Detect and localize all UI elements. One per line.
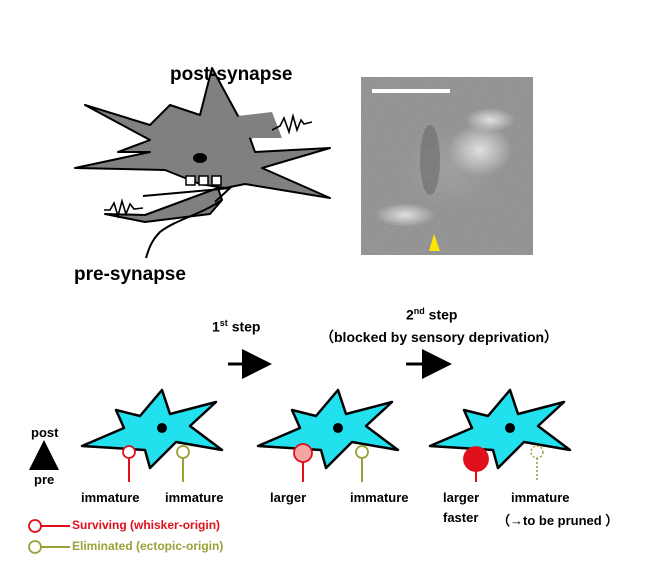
stage1-right-label: immature xyxy=(165,490,224,505)
stage3-surviving-terminal xyxy=(464,447,488,482)
legend-eliminated-label: Eliminated (ectopic-origin) xyxy=(72,539,223,553)
step1-label: 1st step xyxy=(212,318,261,335)
stage3-left-label: larger xyxy=(443,490,479,505)
stage3-pruned-terminal xyxy=(531,446,543,482)
axis-post-label: post xyxy=(31,425,58,440)
legend-surviving-symbol xyxy=(29,520,70,532)
step1-superscript: st xyxy=(220,318,228,328)
step2-label: 2nd step xyxy=(406,306,457,323)
stage2-right-label: immature xyxy=(350,490,409,505)
stage3-right-label: immature xyxy=(511,490,570,505)
stage3-right-label-2: （→to be pruned ） xyxy=(497,510,618,529)
stage1-left-label: immature xyxy=(81,490,140,505)
stage2-left-label: larger xyxy=(270,490,306,505)
stage1-neuron xyxy=(82,390,222,468)
post-synapse-label: post-synapse xyxy=(170,64,292,86)
legend-surviving-label: Surviving (whisker-origin) xyxy=(72,518,220,532)
step2-superscript: nd xyxy=(414,306,425,316)
axis-pre-label: pre xyxy=(34,472,54,487)
stage3-neuron xyxy=(430,390,570,468)
pre-synapse-label: pre-synapse xyxy=(74,264,186,286)
micrograph xyxy=(361,77,533,255)
stage1-eliminated-terminal xyxy=(177,446,189,482)
stage2-neuron xyxy=(258,390,398,468)
step2-word: step xyxy=(425,307,458,323)
step2-note: （blocked by sensory deprivation） xyxy=(320,327,558,347)
step1-word: step xyxy=(228,319,261,335)
schematic-neuron xyxy=(75,68,330,258)
stage3-left-label-2: faster xyxy=(443,510,478,525)
legend-eliminated-symbol xyxy=(29,541,70,553)
step2-number: 2 xyxy=(406,307,414,323)
stage1-surviving-terminal xyxy=(123,446,135,482)
stage2-eliminated-terminal xyxy=(356,446,368,482)
stage2-surviving-terminal xyxy=(294,444,312,482)
step1-number: 1 xyxy=(212,319,220,335)
